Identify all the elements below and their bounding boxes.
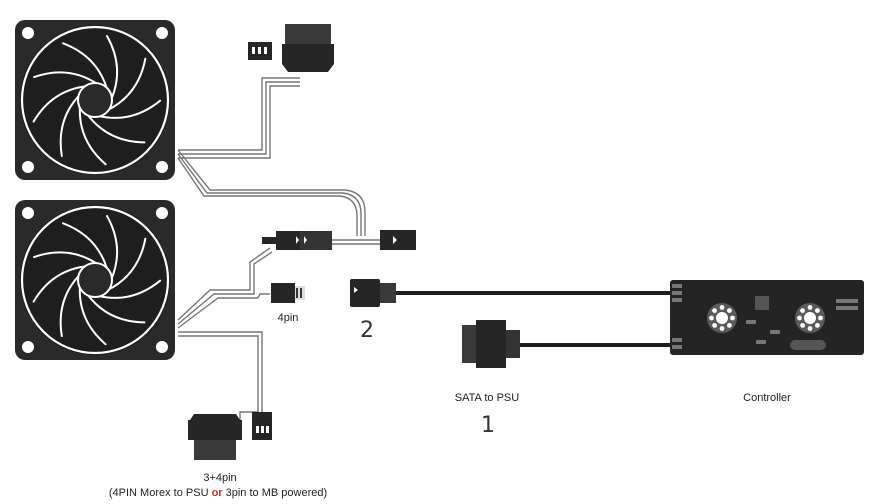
- splitter-connector-icon: [262, 231, 332, 250]
- power-note-label: (4PIN Morex to PSU or 3pin to MB powered…: [108, 487, 328, 499]
- sata-to-psu-label: SATA to PSU: [454, 392, 520, 404]
- fan-icon: [13, 18, 177, 182]
- controller-board-icon: [670, 280, 864, 355]
- 4pin-label: 4pin: [277, 312, 299, 324]
- molex-connector-icon: [188, 414, 242, 460]
- 4pin-connector-icon: [380, 230, 416, 250]
- sata-connector-icon: [462, 320, 520, 368]
- molex-connector-icon: [282, 24, 334, 72]
- step-2-label: 2: [360, 318, 374, 343]
- step-1-label: 1: [481, 413, 495, 438]
- 3pin-connector-icon: [248, 42, 272, 60]
- sata-connector-icon: [350, 279, 396, 307]
- controller-cable: [396, 291, 672, 347]
- controller-label: Controller: [743, 392, 791, 404]
- 3pin-connector-icon: [252, 412, 272, 440]
- or-label: or: [211, 487, 223, 499]
- fan-icon: [13, 198, 177, 362]
- 4pin-connector-icon: [271, 283, 305, 303]
- 3plus4pin-label: 3+4pin: [203, 472, 237, 484]
- wiring: [177, 77, 380, 420]
